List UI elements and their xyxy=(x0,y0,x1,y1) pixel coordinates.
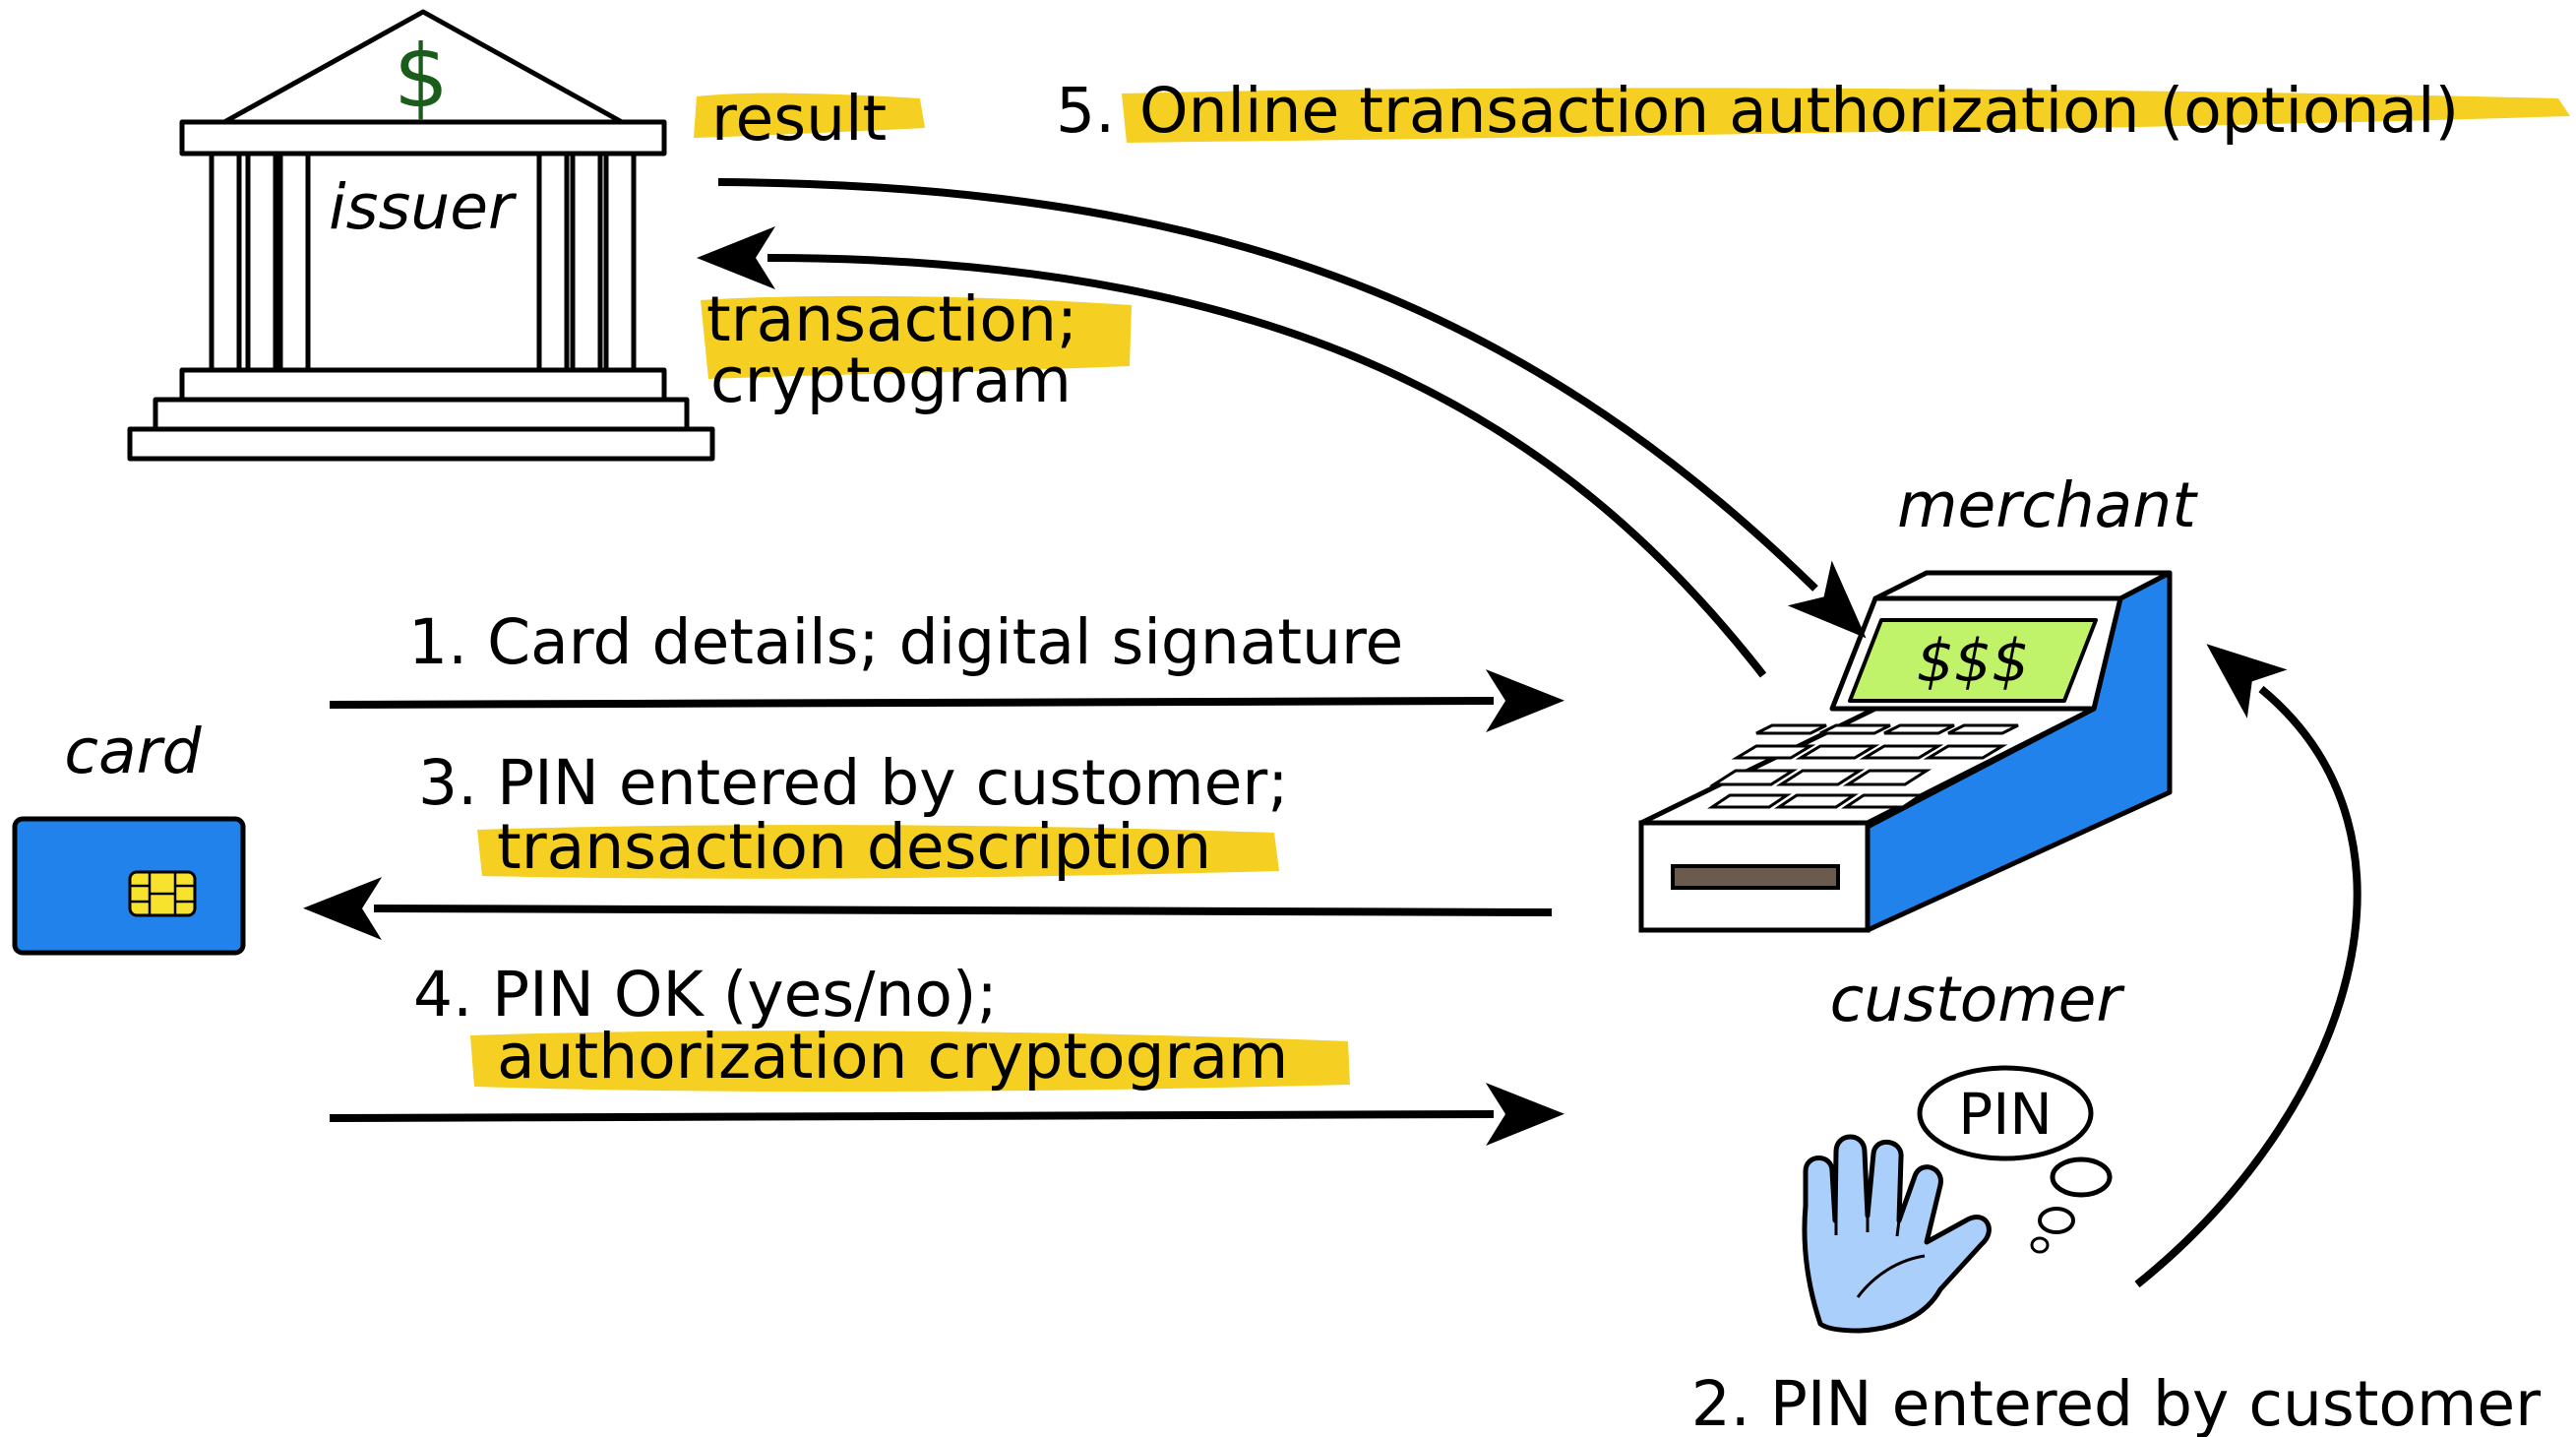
issuer-label: issuer xyxy=(329,171,518,243)
bank-step xyxy=(179,367,667,403)
dollar-sign: $ xyxy=(394,26,449,127)
thought-bubble-icon: PIN xyxy=(1917,1065,2113,1254)
bank-building-icon: $ issuer xyxy=(127,9,715,462)
bank-column xyxy=(603,151,637,373)
payment-terminal-icon: $$$ xyxy=(1638,570,2173,933)
card-chip-contacts xyxy=(130,872,195,915)
arrow-result xyxy=(717,178,1867,639)
terminal-keypad xyxy=(1707,723,2019,809)
terminal-screen-text: $$$ xyxy=(1917,627,2030,696)
terminal-display-top xyxy=(1872,570,2173,601)
bank-architrave xyxy=(179,119,667,156)
thought-dot xyxy=(2050,1156,2113,1198)
bank-column xyxy=(209,151,242,373)
arrow-transaction xyxy=(697,226,1767,678)
highlight-transaction xyxy=(701,295,1132,379)
step3-label-line2: transaction description xyxy=(497,811,1211,883)
arrow-step4 xyxy=(329,1083,1564,1147)
bank-column xyxy=(277,151,311,373)
step3-label-line1: 3. PIN entered by customer; xyxy=(418,747,1289,819)
step1-label: 1. Card details; digital signature xyxy=(408,606,1403,678)
bank-column xyxy=(536,151,570,373)
highlight-step4-line2 xyxy=(470,1031,1350,1093)
thought-dot xyxy=(2030,1236,2050,1254)
highlight-result xyxy=(694,93,925,138)
arrow-step2 xyxy=(2134,644,2361,1288)
bank-column xyxy=(570,151,603,373)
arrow-step1 xyxy=(329,669,1564,733)
terminal-card-slot xyxy=(1671,864,1840,890)
result-label: result xyxy=(711,83,887,155)
thought-dot xyxy=(2038,1207,2075,1234)
transaction-label-line1: transaction; xyxy=(706,283,1077,355)
bank-step xyxy=(127,426,715,462)
flow-arrows xyxy=(303,178,2361,1288)
transaction-label-line2: cryptogram xyxy=(710,344,1072,416)
step4-label-line2: authorization cryptogram xyxy=(497,1021,1288,1093)
thought-bubble xyxy=(1917,1065,2094,1161)
pin-bubble-text: PIN xyxy=(1958,1081,2052,1148)
arrow-step3 xyxy=(303,877,1553,941)
step2-label: 2. PIN entered by customer xyxy=(1691,1368,2541,1437)
hand-crease xyxy=(1856,1254,1926,1298)
highlight-marks xyxy=(470,88,2570,1093)
terminal-screen xyxy=(1848,618,2098,703)
hand-icon xyxy=(1802,1134,1992,1334)
step-labels: result 5. Online transaction authorizati… xyxy=(408,75,2541,1437)
chip-card-icon xyxy=(12,816,246,956)
highlight-step5 xyxy=(1122,88,2570,143)
bank-step xyxy=(153,397,690,432)
merchant-label: merchant xyxy=(1897,469,2198,541)
step4-label-line1: 4. PIN OK (yes/no); xyxy=(413,959,998,1031)
customer-label: customer xyxy=(1830,964,2126,1035)
hand-crease xyxy=(1834,1216,1901,1237)
card-label: card xyxy=(64,716,202,787)
step5-label: Online transaction authorization (option… xyxy=(1139,75,2459,147)
step5-number: 5. xyxy=(1056,75,1115,147)
bank-column xyxy=(245,151,278,373)
highlight-step3-line2 xyxy=(477,825,1279,879)
